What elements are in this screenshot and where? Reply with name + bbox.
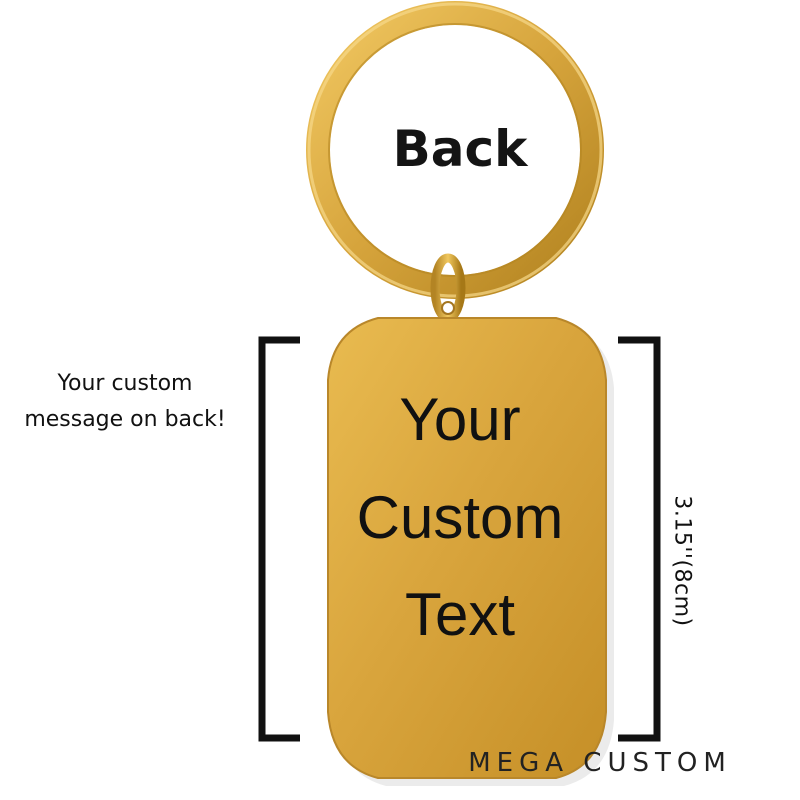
side-note-line-1: Your custom xyxy=(57,371,193,396)
key-ring-inner-edge xyxy=(328,23,582,277)
right-bracket xyxy=(618,336,661,742)
dog-tag xyxy=(327,317,607,779)
brand-watermark: MEGA CUSTOM xyxy=(468,748,732,778)
key-ring xyxy=(306,1,604,299)
side-note-line-2: message on back! xyxy=(24,407,226,432)
tag-hole xyxy=(441,301,455,315)
dimension-label: 3.15''(8cm) xyxy=(669,495,695,627)
back-label: Back xyxy=(392,120,528,178)
left-bracket xyxy=(258,336,300,742)
side-note: Your custom message on back! xyxy=(0,366,250,438)
tag-text-line-3: Text xyxy=(404,581,516,648)
key-ring-highlight xyxy=(307,2,603,298)
tag-text-line-2: Custom xyxy=(356,484,564,551)
tag-text-line-1: Your xyxy=(399,386,521,453)
